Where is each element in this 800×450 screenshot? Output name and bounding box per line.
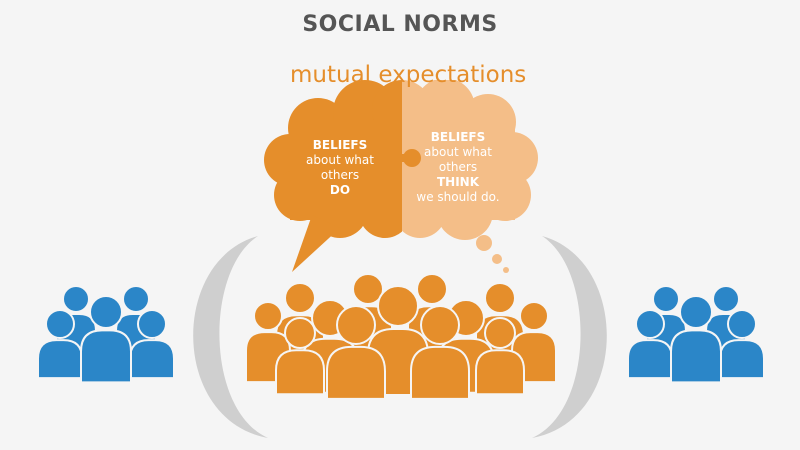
right-bubble-line5: we should do.	[416, 190, 500, 204]
person-icon	[80, 295, 132, 384]
thought-dot-medium	[492, 254, 502, 264]
right-bubble-line3: others	[438, 160, 478, 174]
right-cloud	[402, 80, 538, 273]
person-icon	[326, 305, 386, 400]
left-bubble-line4: DO	[329, 183, 351, 197]
person-icon	[719, 309, 765, 380]
left-cloud	[264, 80, 402, 272]
right-bubble-line2: about what	[424, 145, 492, 159]
person-icon	[37, 309, 83, 380]
left-bubble-line2: about what	[306, 153, 374, 167]
center-crowd-icon	[245, 273, 557, 400]
left-bubble-line1: BELIEFS	[312, 138, 368, 152]
cloud-connector-circle	[403, 149, 421, 167]
person-icon	[129, 309, 175, 380]
cloud-connector-bar	[396, 154, 410, 162]
right-bubble-line4: THINK	[436, 175, 480, 189]
right-people-group-icon	[627, 285, 765, 384]
thought-dot-small	[503, 267, 509, 273]
person-icon	[275, 317, 325, 396]
person-icon	[410, 305, 470, 400]
left-arc	[193, 236, 268, 438]
speech-tail	[292, 215, 340, 272]
page-title: SOCIAL NORMS	[302, 12, 498, 37]
person-icon	[670, 295, 722, 384]
right-bubble-line1: BELIEFS	[430, 130, 486, 144]
left-people-group-icon	[37, 285, 175, 384]
right-arc	[532, 236, 607, 438]
thought-dot-large	[476, 235, 492, 251]
mutual-expectations-label: mutual expectations	[290, 62, 527, 88]
right-bubble-text: BELIEFS about what others THINK we shoul…	[402, 130, 514, 205]
left-bubble-text: BELIEFS about what others DO	[292, 138, 388, 198]
person-icon	[475, 317, 525, 396]
left-bubble-line3: others	[320, 168, 360, 182]
